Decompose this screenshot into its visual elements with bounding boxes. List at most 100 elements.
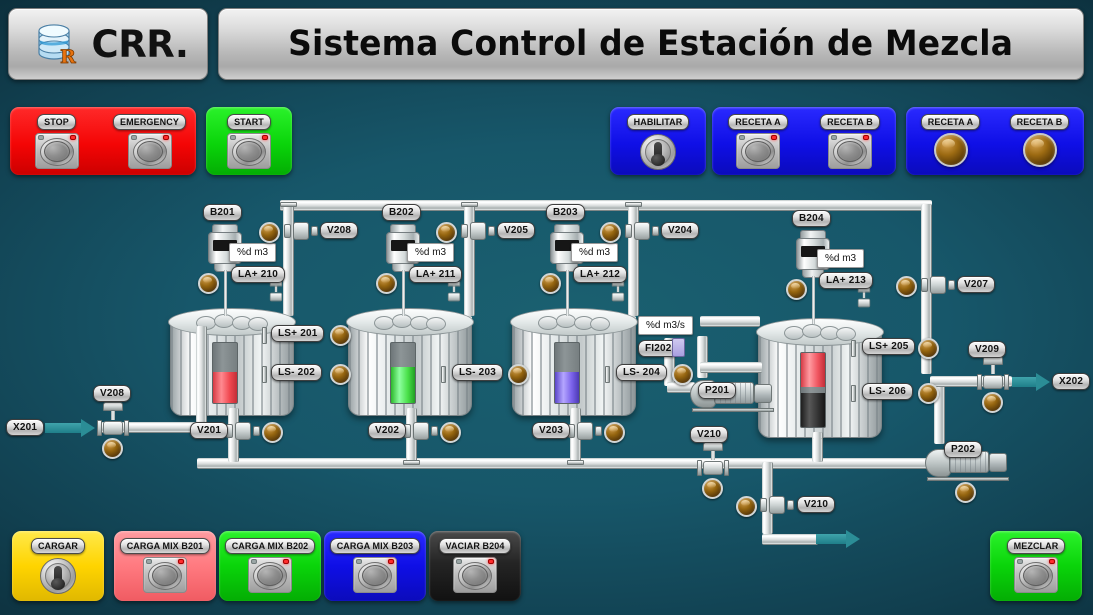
title-plate: Sistema Control de Estación de Mezcla: [218, 8, 1084, 80]
receta-b-lamp: [1022, 133, 1057, 167]
flange: [461, 202, 478, 207]
tank-b201-tag: B201: [203, 204, 242, 221]
vent-valve-b202: [446, 280, 462, 303]
vaciar-b204-button[interactable]: [453, 557, 497, 593]
vaciar-b204-label: VACIAR B204: [438, 538, 512, 554]
inlet-flow-arrow: [45, 419, 95, 437]
lamp-v210-upper: [702, 478, 723, 499]
cargar-label: CARGAR: [30, 538, 86, 554]
tank-b203-tag: B203: [546, 204, 585, 221]
flange: [625, 202, 642, 207]
valve-v205: [461, 222, 495, 240]
habilitar-control[interactable]: HABILITAR: [619, 114, 697, 171]
carga-mix-b201-button[interactable]: [143, 557, 187, 593]
liquid-b201: [213, 371, 237, 403]
carga-mix-b202-button[interactable]: [248, 557, 292, 593]
receta-a-button[interactable]: [736, 133, 780, 169]
receta-b-button[interactable]: [828, 133, 872, 169]
habilitar-label: HABILITAR: [626, 114, 690, 130]
valve-v207-tag: V207: [957, 276, 996, 293]
lamp-v210-lower: [736, 496, 757, 517]
lamp-ls-206: [918, 383, 939, 404]
b204-top-inlet: [700, 316, 760, 327]
manifold-stub-3: [570, 438, 581, 462]
valve-v204-tag: V204: [661, 222, 700, 239]
level-alarm-b202: LA+ 211: [409, 266, 463, 283]
tank-b202: [346, 308, 474, 424]
outlet-header: [930, 376, 1012, 387]
logo-plate[interactable]: R CRR.: [8, 8, 208, 80]
carga-mix-b203-button[interactable]: [353, 557, 397, 593]
carga-mix-b201-label: CARGA MIX B201: [119, 538, 211, 554]
emergency-label: EMERGENCY: [113, 114, 186, 130]
manifold-stub-2: [406, 438, 417, 462]
pump-suction-riser: [664, 338, 675, 386]
start-button[interactable]: [227, 133, 271, 169]
mezclar-panel: MEZCLAR: [990, 531, 1082, 601]
stop-control[interactable]: STOP: [18, 114, 96, 169]
drain-flow-arrow: [816, 530, 860, 548]
start-panel: START: [206, 107, 292, 175]
carga-mix-b201-panel: CARGA MIX B201: [114, 531, 216, 601]
emergency-control[interactable]: EMERGENCY: [111, 114, 189, 169]
habilitar-keyswitch[interactable]: [638, 133, 678, 171]
cargar-control[interactable]: CARGAR: [19, 538, 97, 595]
receta-b-lamp-label: RECETA B: [1009, 114, 1070, 130]
receta-b-indicator: RECETA B: [1001, 114, 1079, 167]
valve-v203-body: [568, 422, 602, 440]
mezclar-control[interactable]: MEZCLAR: [997, 538, 1075, 593]
stop-label: STOP: [37, 114, 76, 130]
level-window-b202: [390, 342, 416, 404]
volume-display-b203: %d m3: [571, 243, 619, 262]
lamp-v201: [262, 422, 283, 443]
lamp-v207: [896, 276, 917, 297]
lamp-v204: [600, 222, 621, 243]
liquid-b203: [555, 371, 579, 403]
vaciar-b204-panel: VACIAR B204: [429, 531, 521, 601]
receta-b-label: RECETA B: [820, 114, 880, 130]
flange: [280, 202, 297, 207]
nozzle-ls-206: [851, 385, 856, 402]
carga-mix-b203-control[interactable]: CARGA MIX B203: [329, 538, 421, 593]
tank-b202-tag: B202: [382, 204, 421, 221]
process-diagram: B201 %d m3 LA+ 210 LS+ 201 LS- 202 V201: [0, 186, 1093, 548]
level-alarm-b203: LA+ 212: [573, 266, 628, 283]
valve-v209-tag: V209: [968, 341, 1007, 358]
receta-a-label: RECETA A: [728, 114, 788, 130]
cargar-keyswitch[interactable]: [38, 557, 78, 595]
inlet-pipe: [97, 422, 207, 433]
level-window-b203: [554, 342, 580, 404]
receta-b-control[interactable]: RECETA B: [811, 114, 889, 169]
level-switch-ls-202: LS- 202: [271, 364, 322, 381]
valve-v201-body: [226, 422, 260, 440]
carga-mix-b202-label: CARGA MIX B202: [224, 538, 316, 554]
emergency-button[interactable]: [127, 133, 172, 169]
lamp-p202: [955, 482, 976, 503]
carga-mix-b201-control[interactable]: CARGA MIX B201: [119, 538, 211, 593]
lamp-ls-202: [330, 364, 351, 385]
valve-v207: [921, 276, 955, 294]
drop-leg-b202: [464, 204, 475, 316]
start-control[interactable]: START: [210, 114, 288, 169]
drop-leg-b201: [283, 204, 294, 316]
stop-button[interactable]: [34, 133, 79, 169]
valve-v202-body: [404, 422, 438, 440]
pump-p201-tag: P201: [698, 382, 737, 399]
vent-valve-b204: [856, 286, 872, 309]
lamp-v205: [436, 222, 457, 243]
carga-mix-b202-control[interactable]: CARGA MIX B202: [224, 538, 316, 593]
receta-a-control[interactable]: RECETA A: [719, 114, 797, 169]
header-pipe: [280, 200, 932, 211]
vaciar-b204-control[interactable]: VACIAR B204: [436, 538, 514, 593]
volume-display-b204: %d m3: [817, 249, 865, 268]
volume-display-b201: %d m3: [229, 243, 277, 262]
agitator-hub: [784, 324, 856, 341]
drain-outlet-pipe: [762, 534, 818, 545]
manifold-stub-1: [228, 438, 239, 462]
level-switch-ls-205: LS+ 205: [862, 338, 916, 355]
valve-v208-top: [284, 222, 318, 240]
receta-a-lamp: [933, 133, 968, 167]
mezclar-button[interactable]: [1014, 557, 1058, 593]
liquid-b204-lower: [801, 392, 825, 427]
vent-valve-b201: [268, 280, 284, 303]
